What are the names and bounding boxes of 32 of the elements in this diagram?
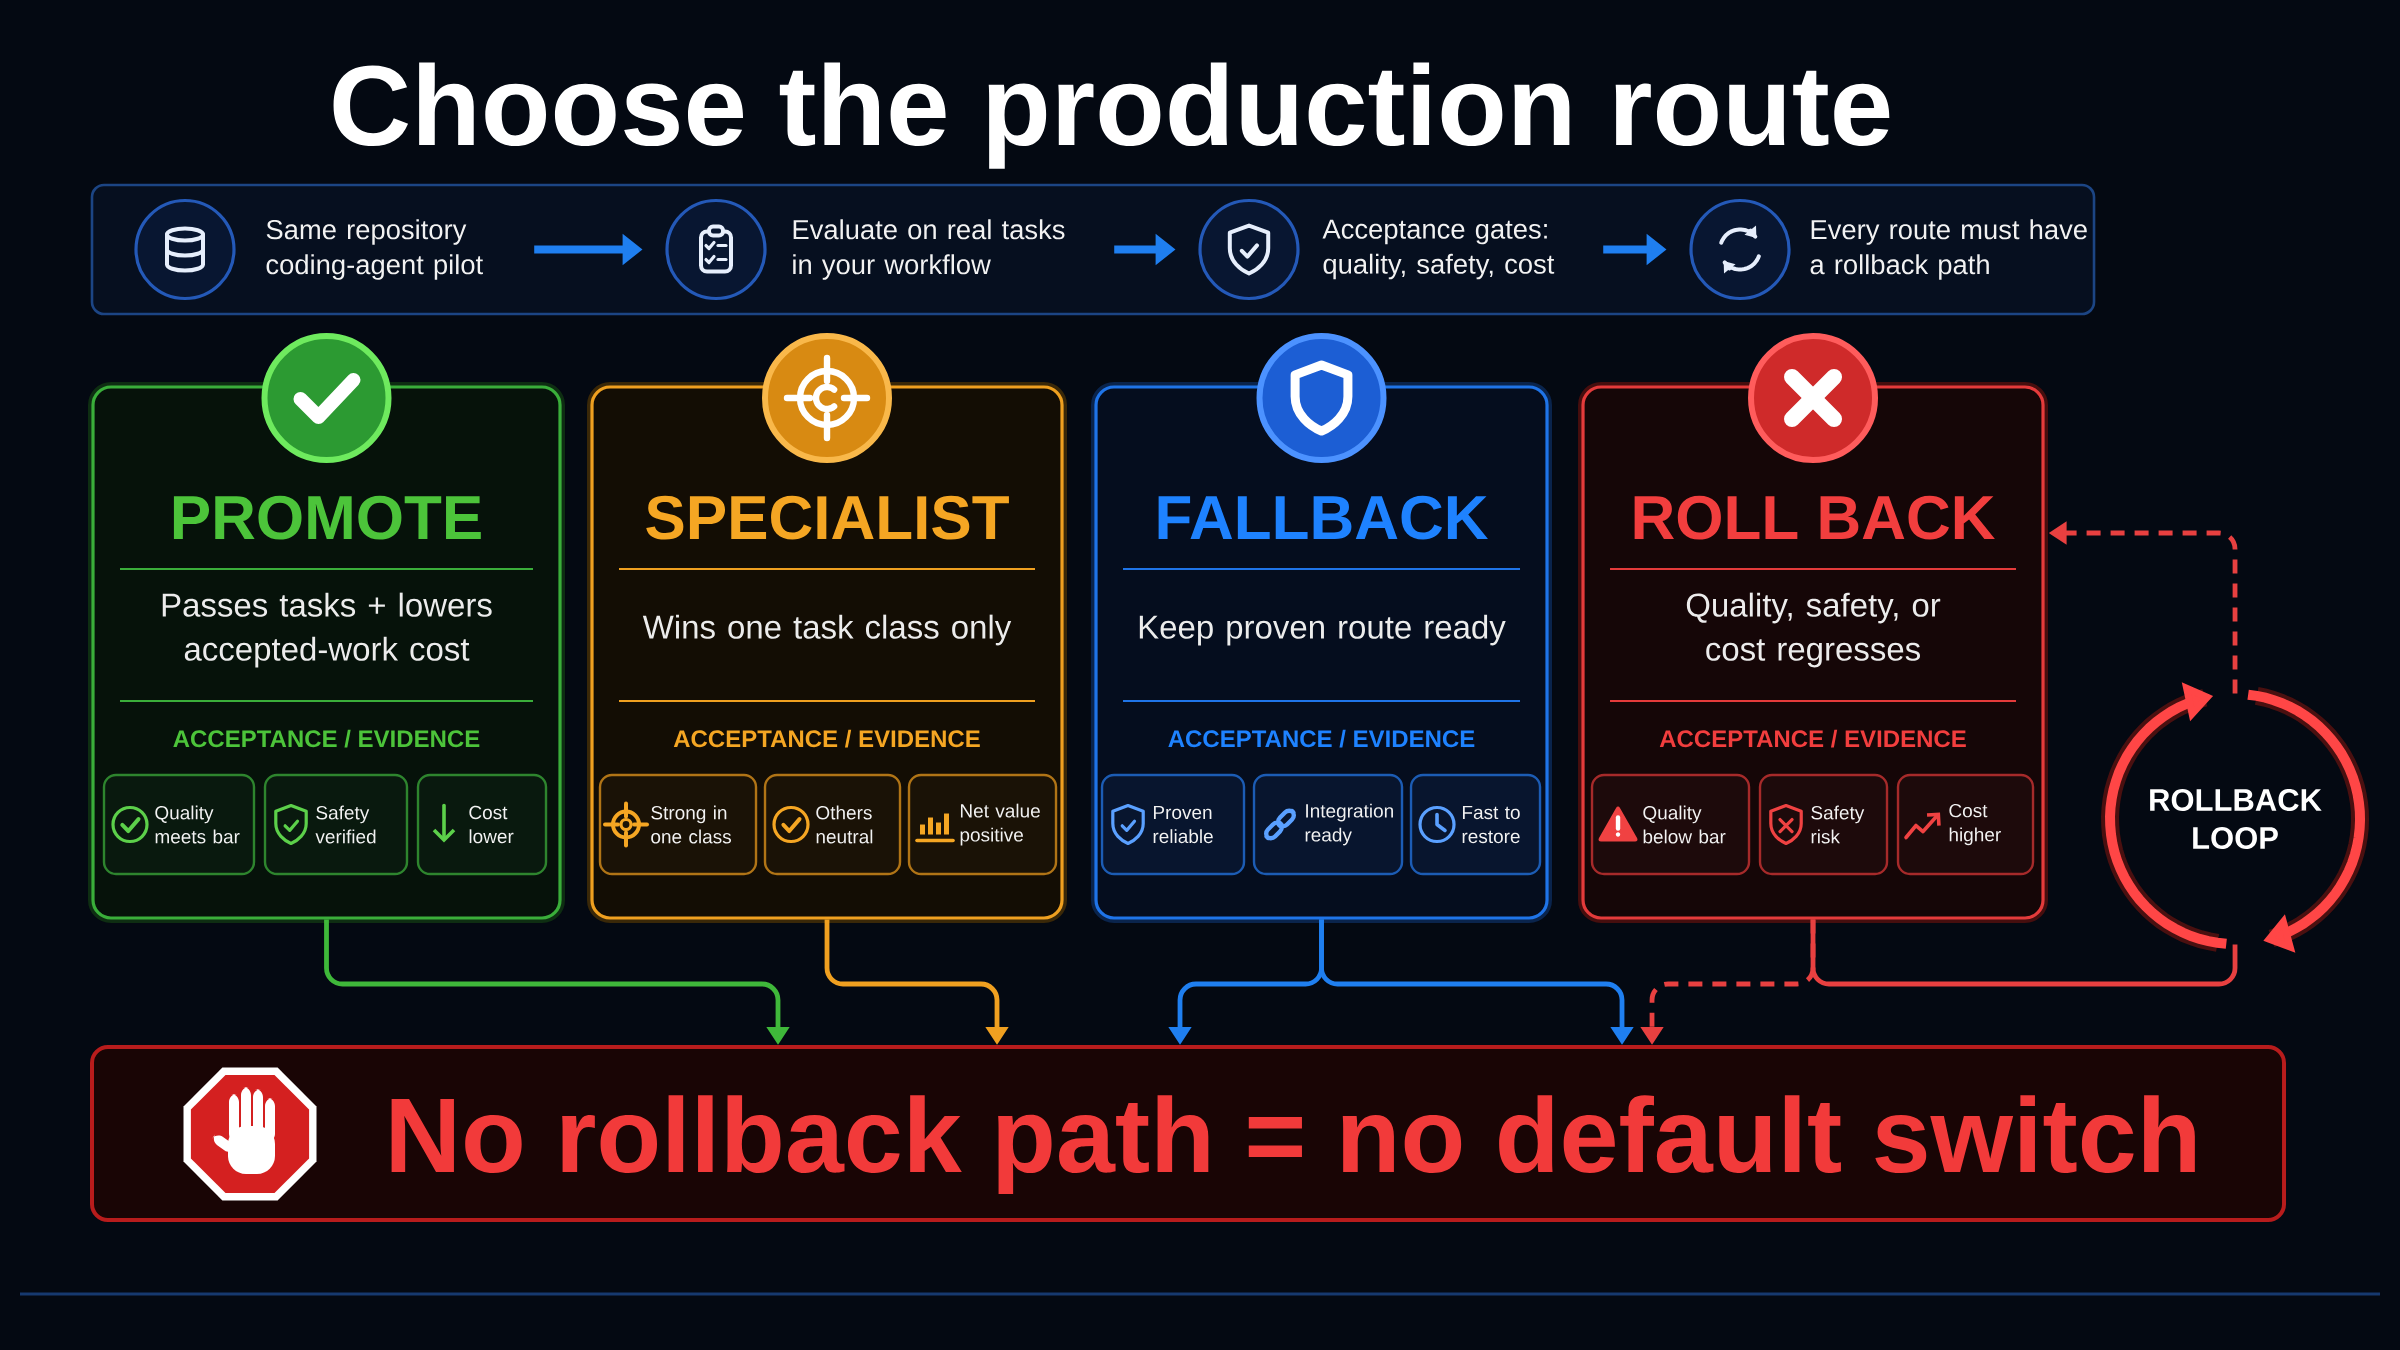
step-text: Same repository coding-agent pilot <box>266 219 483 280</box>
evidence-chip: Integration ready <box>1252 773 1404 876</box>
card-description: Passes tasks + lowers accepted-work cost <box>162 592 492 668</box>
step-text: Every route must have a rollback path <box>1810 219 2087 280</box>
card-description: Keep proven route ready <box>1139 614 1506 646</box>
loop-ring: ROLLBACK LOOP <box>2101 682 2369 953</box>
card-description: Wins one task class only <box>642 614 1012 646</box>
card-title: SPECIALIST <box>646 495 1009 540</box>
node-label: ROLLBACK LOOP <box>2150 789 2322 849</box>
evidence-chip: Proven reliable <box>1100 773 1246 876</box>
card-title: PROMOTE <box>173 495 481 540</box>
warning-banner: No rollback path = no default switch <box>90 1045 2287 1222</box>
title: Choose the production route <box>333 62 1890 169</box>
step-text: Evaluate on real tasks in your workflow <box>793 219 1065 280</box>
evidence-chip: Fast to restore <box>1409 773 1542 876</box>
evidence-chip: Safety verified <box>263 773 409 876</box>
section-heading: ACCEPTANCE / EVIDENCE <box>173 729 480 748</box>
evidence-chip: Cost lower <box>416 773 548 876</box>
card-title: ROLL BACK <box>1634 495 1995 540</box>
evidence-chip: Cost higher <box>1896 773 2035 876</box>
evidence-chip: Quality below bar <box>1590 773 1751 876</box>
section-heading: ACCEPTANCE / EVIDENCE <box>1168 729 1475 748</box>
evidence-chip: Safety risk <box>1758 773 1889 876</box>
card-title: FALLBACK <box>1158 495 1488 540</box>
card-description: Quality, safety, or cost regresses <box>1686 592 1941 668</box>
evidence-chip: Net value positive <box>907 773 1058 876</box>
evidence-chip: Others neutral <box>763 773 902 876</box>
section-heading: ACCEPTANCE / EVIDENCE <box>1659 729 1966 748</box>
evidence-chip: Strong in one class <box>598 773 758 876</box>
evidence-chip: Quality meets bar <box>102 773 256 876</box>
section-heading: ACCEPTANCE / EVIDENCE <box>673 729 980 748</box>
step-text: Acceptance gates: quality, safety, cost <box>1322 219 1555 280</box>
